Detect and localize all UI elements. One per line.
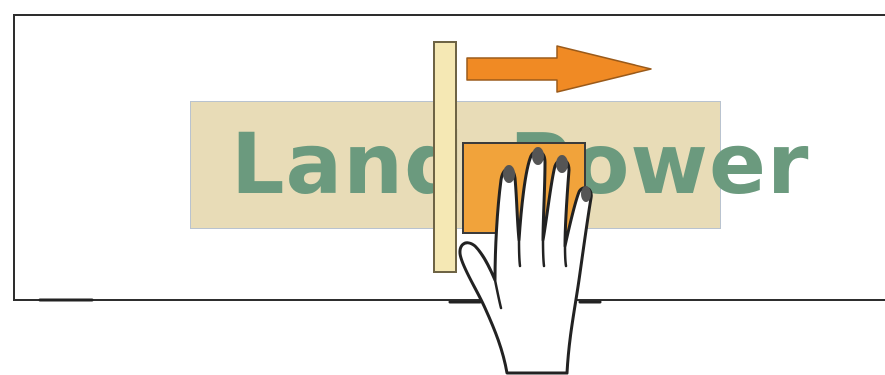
hand-icon [455,140,615,375]
arrow-right-icon [465,42,655,98]
frame-bottom-marks [0,290,885,310]
ruler-icon [433,41,457,273]
label-word-first: Land [231,115,465,213]
